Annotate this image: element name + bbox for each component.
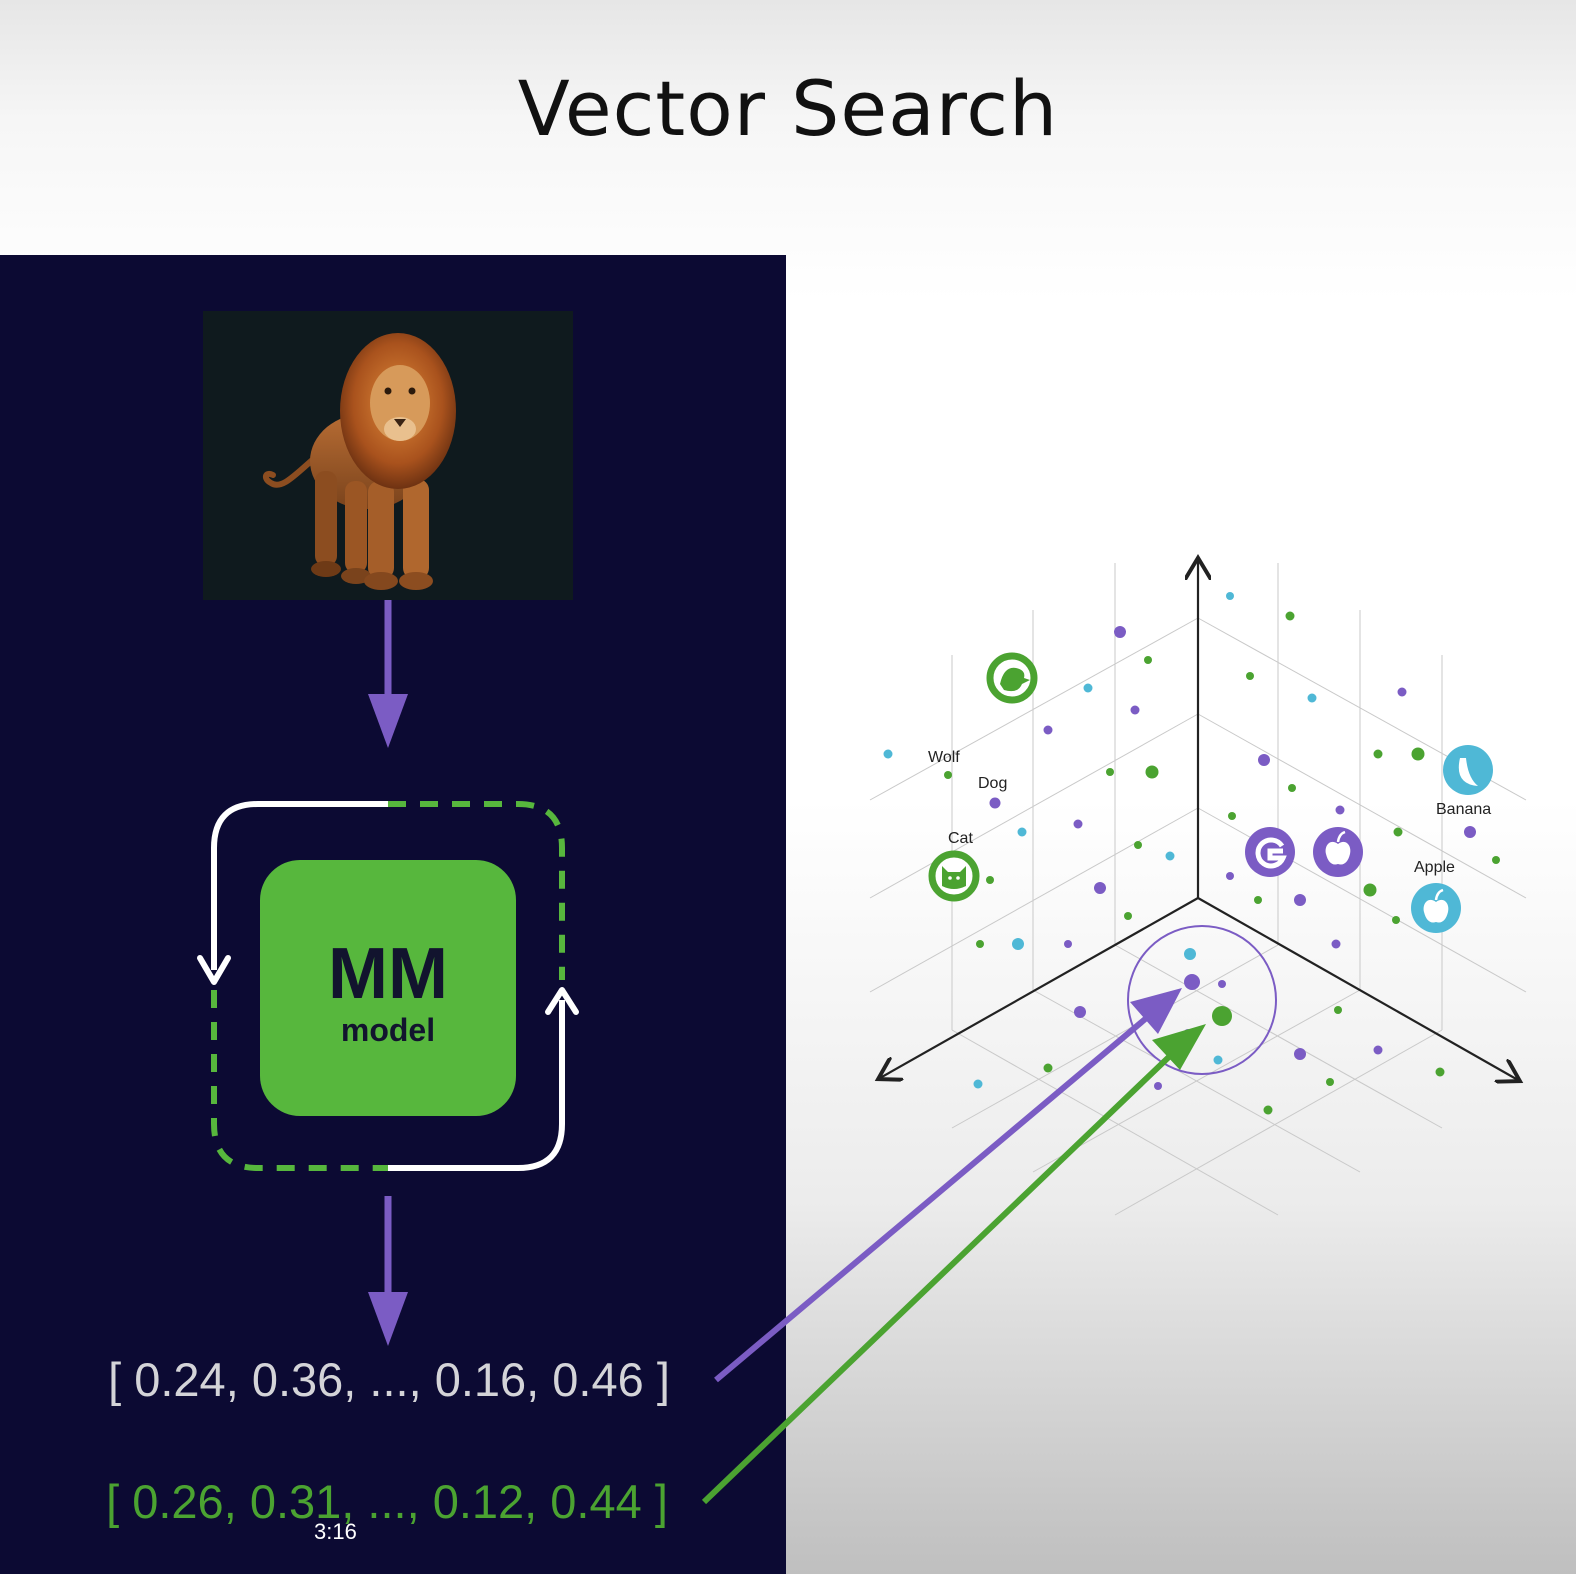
mm-model-box: MM model: [260, 860, 516, 1116]
google-icon: [1245, 827, 1295, 877]
apple-logo-icon: [1313, 827, 1363, 877]
label-banana: Banana: [1436, 801, 1491, 818]
label-cat: Cat: [948, 830, 973, 847]
model-title: MM: [328, 933, 448, 1014]
label-dog: Dog: [978, 775, 1007, 792]
embedding-space: [869, 563, 1527, 1216]
bird-icon: [986, 652, 1038, 704]
embedding-points: [883, 592, 1500, 1115]
video-timestamp: 3:16: [314, 1519, 357, 1544]
arrow-model-to-vector: [368, 1196, 408, 1346]
label-apple: Apple: [1414, 859, 1455, 876]
model-subtitle: model: [340, 1011, 436, 1048]
image-embedding-vector: [ 0.24, 0.36, ..., 0.16, 0.46 ]: [108, 1353, 670, 1406]
nearest-neighbor-circle: [1127, 925, 1277, 1075]
match-embedding-vector: [ 0.26, 0.31, ..., 0.12, 0.44 ]: [106, 1475, 668, 1528]
arrow-image-to-model: [368, 600, 408, 748]
input-image: [203, 311, 573, 600]
axes: [880, 560, 1518, 1080]
model-loop: [197, 801, 579, 1171]
arrow-image-vector-to-space: [714, 988, 1182, 1383]
cat-icon: [928, 850, 980, 902]
slide-title: Vector Search: [517, 64, 1059, 153]
apple-fruit-icon: [1411, 883, 1461, 933]
label-wolf: Wolf: [928, 749, 960, 766]
arrow-match-vector-to-space: [701, 1024, 1206, 1505]
banana-icon: [1443, 745, 1493, 795]
lion-illustration: [263, 333, 456, 590]
